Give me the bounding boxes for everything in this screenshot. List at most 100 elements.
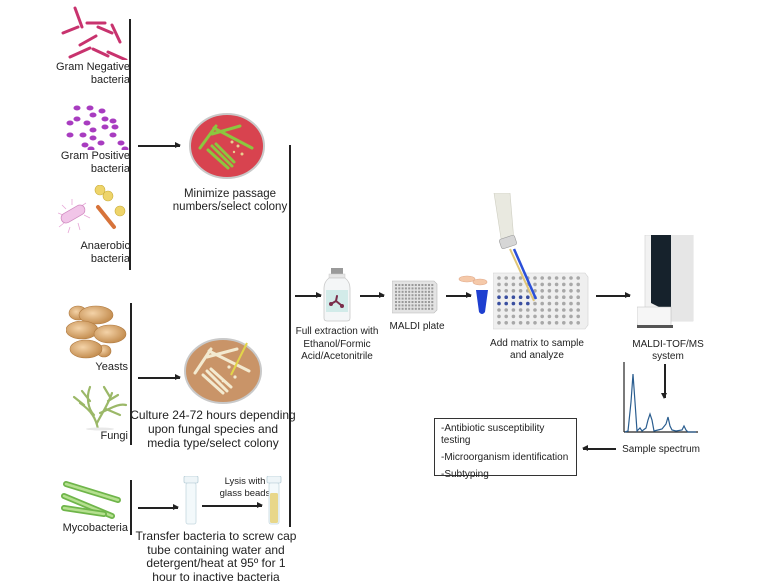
sample-well bbox=[569, 282, 573, 287]
fungi-label: Fungi bbox=[100, 430, 128, 442]
maldi-well bbox=[401, 301, 404, 303]
sample-well bbox=[518, 282, 523, 287]
gram-positive-label: Gram Positive bacteria bbox=[40, 150, 130, 176]
sample-well bbox=[569, 289, 573, 293]
maldi-well bbox=[428, 304, 430, 307]
maldi-well bbox=[398, 290, 401, 293]
bacteria-plate-caption: Minimize passage numbers/select colony bbox=[170, 188, 290, 214]
fungal-plate-line1: Culture 24-72 hours depending bbox=[130, 408, 296, 422]
spectrum-caption: Sample spectrum bbox=[622, 444, 700, 455]
maldi-well bbox=[424, 290, 427, 293]
sample-well bbox=[504, 301, 508, 306]
maldi-well bbox=[431, 297, 434, 300]
sample-well bbox=[533, 282, 537, 287]
arrow-to-maldi-tof bbox=[596, 292, 631, 298]
maldi-well bbox=[398, 307, 401, 310]
bacteria-plate-line2: numbers/select colony bbox=[172, 201, 288, 213]
sample-well bbox=[569, 295, 573, 299]
sample-well bbox=[526, 308, 530, 312]
maldi-tof-caption: MALDI-TOF/MS system bbox=[628, 339, 708, 363]
sample-well bbox=[504, 321, 508, 325]
outcomes-box: -Antibiotic susceptibility testing -Micr… bbox=[434, 418, 577, 480]
arrow-bacteria-to-plate bbox=[138, 142, 181, 148]
sample-well bbox=[576, 276, 580, 280]
extraction-line3: Acid/Acetonitrile bbox=[301, 351, 373, 362]
maldi-well bbox=[411, 304, 414, 307]
sample-well bbox=[504, 295, 508, 299]
gram-positive-bacteria-icon bbox=[66, 105, 129, 150]
sample-well bbox=[576, 308, 580, 312]
maldi-well bbox=[404, 294, 407, 297]
bacteria-plate-line1: Minimize passage bbox=[183, 188, 277, 200]
maldi-well bbox=[421, 290, 424, 293]
sample-well bbox=[569, 301, 573, 306]
maldi-well bbox=[411, 284, 414, 286]
maldi-well bbox=[395, 284, 397, 286]
sample-well bbox=[497, 295, 501, 299]
maldi-well bbox=[411, 294, 414, 297]
maldi-well bbox=[431, 304, 434, 307]
arrow-to-maldi-plate bbox=[360, 292, 385, 298]
sample-well bbox=[562, 314, 566, 319]
sample-well bbox=[511, 301, 516, 306]
sample-well bbox=[504, 282, 508, 287]
sample-well bbox=[497, 301, 501, 306]
maldi-well bbox=[418, 301, 421, 303]
sample-well bbox=[518, 314, 523, 319]
maldi-well bbox=[408, 307, 411, 310]
maldi-well bbox=[421, 307, 424, 310]
maldi-well bbox=[401, 307, 404, 310]
maldi-well bbox=[424, 284, 427, 286]
sample-well bbox=[497, 321, 501, 325]
maldi-well bbox=[424, 297, 427, 300]
sample-well bbox=[533, 301, 537, 306]
maldi-plate-icon bbox=[392, 280, 438, 314]
maldi-well bbox=[408, 294, 411, 297]
sample-well bbox=[497, 314, 501, 319]
fungal-group-bracket bbox=[130, 303, 132, 445]
sample-well bbox=[511, 289, 516, 293]
sample-well bbox=[504, 308, 508, 312]
extraction-bottle-icon bbox=[323, 268, 351, 322]
gram-negative-line1: Gram Negative bbox=[56, 61, 130, 73]
maldi-well bbox=[414, 307, 417, 310]
maldi-well bbox=[428, 284, 430, 286]
outcome-item: -Subtyping bbox=[441, 469, 489, 480]
sample-well bbox=[518, 276, 523, 280]
maldi-well bbox=[395, 287, 397, 290]
maldi-well bbox=[428, 290, 430, 293]
sample-well bbox=[504, 314, 508, 319]
maldi-well bbox=[414, 297, 417, 300]
maldi-well bbox=[398, 294, 401, 297]
sample-spectrum-chart bbox=[623, 362, 698, 433]
maldi-well bbox=[414, 304, 417, 307]
sample-well bbox=[526, 314, 530, 319]
maldi-tof-line1: MALDI-TOF/MS bbox=[632, 339, 704, 350]
sample-well bbox=[540, 276, 544, 280]
arrow-spectrum-to-outcomes bbox=[582, 445, 616, 451]
maldi-well bbox=[431, 284, 434, 286]
anaerobic-line1: Anaerobic bbox=[80, 240, 130, 252]
sample-well bbox=[562, 321, 566, 325]
sample-well bbox=[497, 276, 501, 280]
maldi-well bbox=[428, 287, 430, 290]
arrow-to-extraction bbox=[295, 292, 322, 298]
outcome-item: -Microorganism identification bbox=[441, 452, 569, 463]
myco-line3: detergent/heat at 95º for 1 bbox=[146, 556, 286, 570]
sample-well bbox=[497, 282, 501, 287]
extraction-line1: Full extraction with bbox=[295, 326, 379, 337]
sample-well bbox=[576, 282, 580, 287]
lysis-caption: Lysis with glass beads bbox=[205, 476, 285, 500]
maldi-well bbox=[398, 301, 401, 303]
sample-well bbox=[533, 321, 537, 325]
sample-well bbox=[540, 289, 544, 293]
maldi-well bbox=[421, 284, 424, 286]
sample-well bbox=[518, 295, 523, 299]
lysis-line2: glass beads bbox=[219, 488, 271, 499]
matrix-line1: Add matrix to sample bbox=[490, 338, 584, 349]
fungal-plate-line2: upon fungal species and bbox=[147, 422, 279, 436]
sample-well bbox=[540, 282, 544, 287]
maldi-well bbox=[431, 301, 434, 303]
maldi-well bbox=[418, 297, 421, 300]
sample-well bbox=[540, 314, 544, 319]
